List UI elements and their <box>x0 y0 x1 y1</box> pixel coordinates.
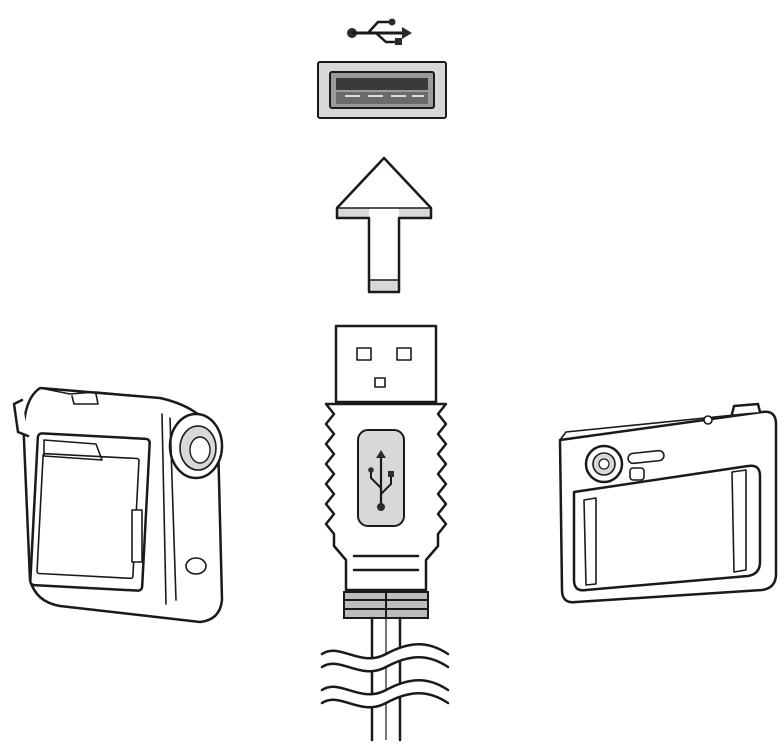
camcorder-icon <box>12 386 224 624</box>
plug-usb-symbol <box>368 450 394 511</box>
digital-camera-icon <box>558 402 778 604</box>
up-arrow <box>335 156 433 294</box>
usb-a-port <box>317 61 447 119</box>
usb-trident-icon <box>347 18 412 45</box>
usb-a-plug <box>318 324 452 742</box>
